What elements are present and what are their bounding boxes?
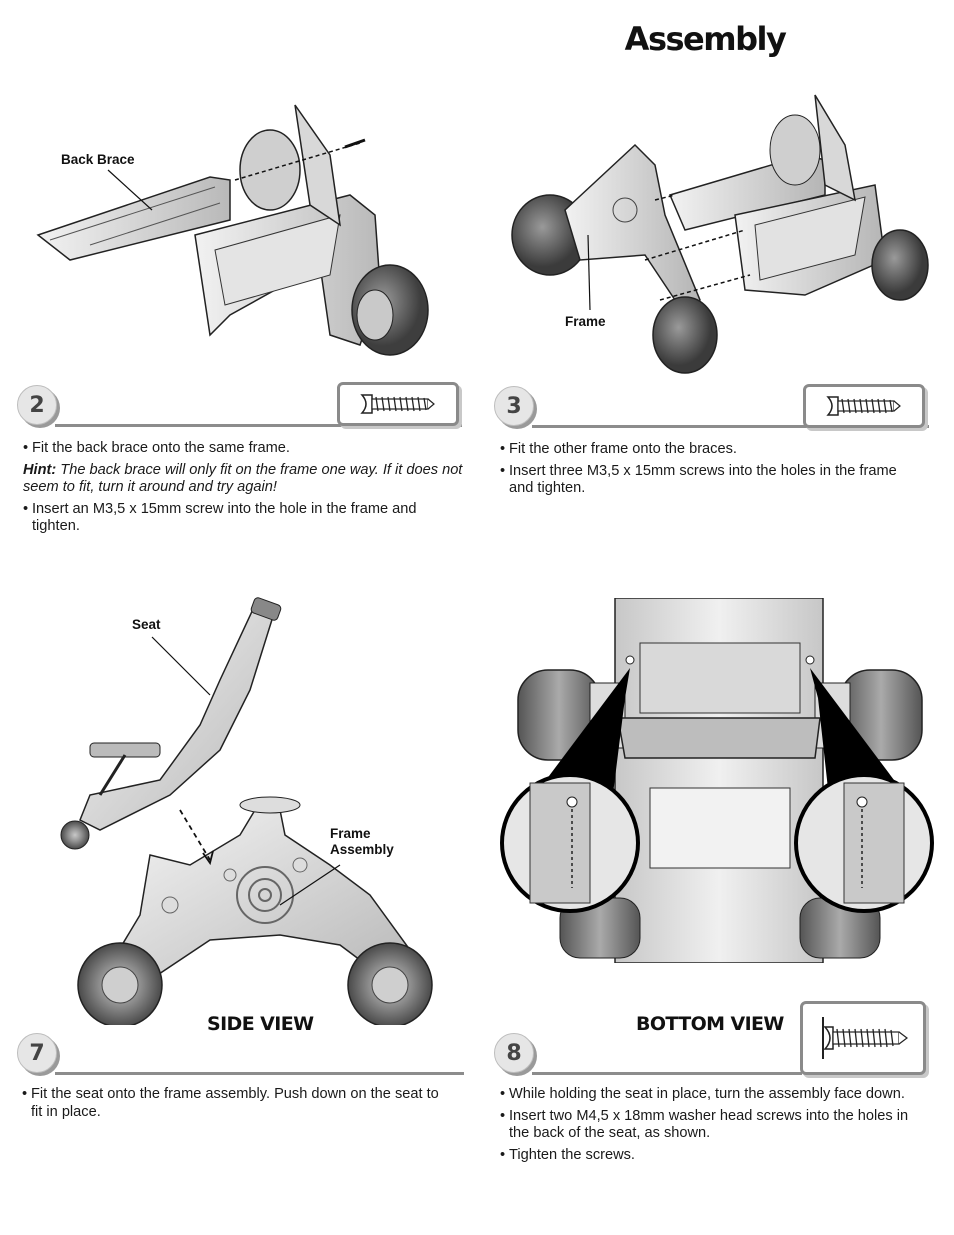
step-8-bullet: •Tighten the screws. <box>500 1146 635 1163</box>
step-2-hint: Hint: The back brace will only fit on th… <box>23 461 463 496</box>
side-view-label: SIDE VIEW <box>207 1013 314 1035</box>
step-2-parts-box <box>337 382 459 426</box>
step-7-instructions: •Fit the seat onto the frame assembly. P… <box>22 1086 452 1121</box>
step-2-rule <box>55 424 462 427</box>
washer-head-screw-icon <box>822 1017 908 1059</box>
step-7-bullet: •Fit the seat onto the frame assembly. P… <box>22 1086 439 1120</box>
step-8-rule <box>532 1072 802 1075</box>
callout-frame-assembly: Frame Assembly <box>330 826 394 857</box>
step-3-illustration <box>511 94 929 374</box>
step-8-bullet: •Insert two M4,5 x 18mm washer head scre… <box>500 1107 909 1142</box>
callout-frame: Frame <box>565 314 606 329</box>
step-3-number: 3 <box>494 386 534 426</box>
step-8-parts-box <box>800 1001 926 1075</box>
step-2-number: 2 <box>17 385 57 425</box>
step-8-instructions: •While holding the seat in place, turn t… <box>500 1086 920 1164</box>
step-7-rule <box>55 1072 464 1075</box>
step-2-illustration <box>36 104 429 356</box>
bottom-view-label: BOTTOM VIEW <box>636 1013 784 1035</box>
callout-seat: Seat <box>132 617 161 632</box>
step-7-illustration <box>60 597 433 1025</box>
step-2-bullet: •Insert an M3,5 x 15mm screw into the ho… <box>23 500 417 535</box>
step-2-instructions: •Fit the back brace onto the same frame.… <box>23 440 468 536</box>
screw-icon <box>826 396 901 416</box>
step-8-illustration <box>500 598 934 963</box>
step-3-parts-box <box>803 384 925 428</box>
step-3-bullet: •Insert three M3,5 x 15mm screws into th… <box>500 462 897 497</box>
step-3-bullet: •Fit the other frame onto the braces. <box>500 441 737 457</box>
step-8-number: 8 <box>494 1033 534 1073</box>
step-3-instructions: •Fit the other frame onto the braces. •I… <box>500 441 920 498</box>
page-title: Assembly <box>624 20 787 58</box>
step-7-number: 7 <box>17 1033 57 1073</box>
step-3-rule <box>532 425 929 428</box>
screw-icon <box>360 394 435 414</box>
step-8-bullet: •While holding the seat in place, turn t… <box>500 1086 905 1102</box>
step-2-bullet: •Fit the back brace onto the same frame. <box>23 440 290 456</box>
callout-back-brace: Back Brace <box>61 152 135 167</box>
